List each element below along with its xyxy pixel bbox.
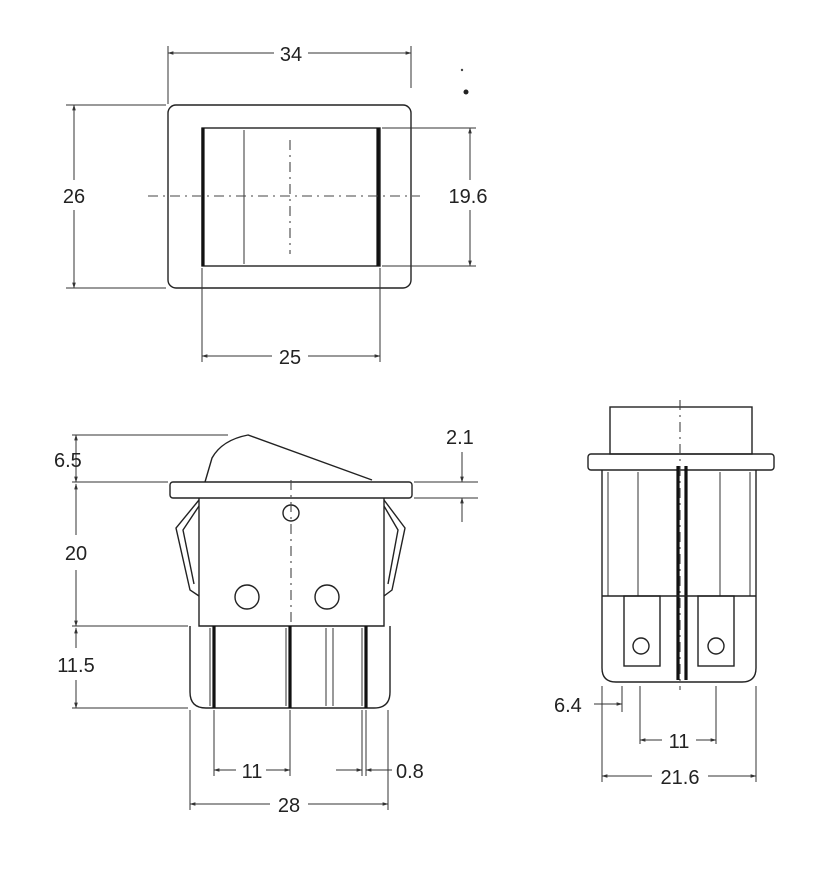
top-view-bezel: [167, 104, 412, 289]
dim-side-body-width: 28: [278, 795, 300, 817]
dim-rocker-height: 6.5: [54, 450, 82, 472]
dim-side-terminal-spacing: 11: [242, 761, 263, 783]
top-view: 34 26 19.6 25: [63, 44, 488, 369]
dim-terminal-length: 11.5: [57, 655, 94, 677]
end-view: 6.4 11 21.6: [554, 400, 775, 789]
end-terminal-left: [623, 595, 661, 667]
dim-terminal-thickness: 0.8: [396, 761, 424, 783]
dim-overall-height: 26: [63, 186, 85, 208]
dim-flange-thickness: 2.1: [446, 427, 474, 449]
end-rocker: [609, 406, 753, 455]
dim-end-terminal-spacing: 11: [669, 731, 690, 753]
dim-window-width: 25: [279, 347, 301, 369]
side-hole-right: [314, 584, 340, 610]
dim-terminal-offset: 6.4: [554, 695, 582, 717]
end-body: [601, 470, 757, 683]
side-view: 6.5 2.1 20 11.5 11 0.8 28: [54, 427, 478, 817]
dim-body-height: 20: [65, 543, 87, 565]
rocker-actuator: [204, 434, 373, 483]
dim-window-height: 19.6: [449, 186, 488, 208]
dim-end-body-width: 21.6: [661, 767, 700, 789]
top-view-window: [201, 127, 381, 267]
side-hole-left: [234, 584, 260, 610]
end-terminal-right: [697, 595, 735, 667]
dim-overall-width: 34: [280, 44, 302, 66]
end-flange: [587, 453, 775, 471]
